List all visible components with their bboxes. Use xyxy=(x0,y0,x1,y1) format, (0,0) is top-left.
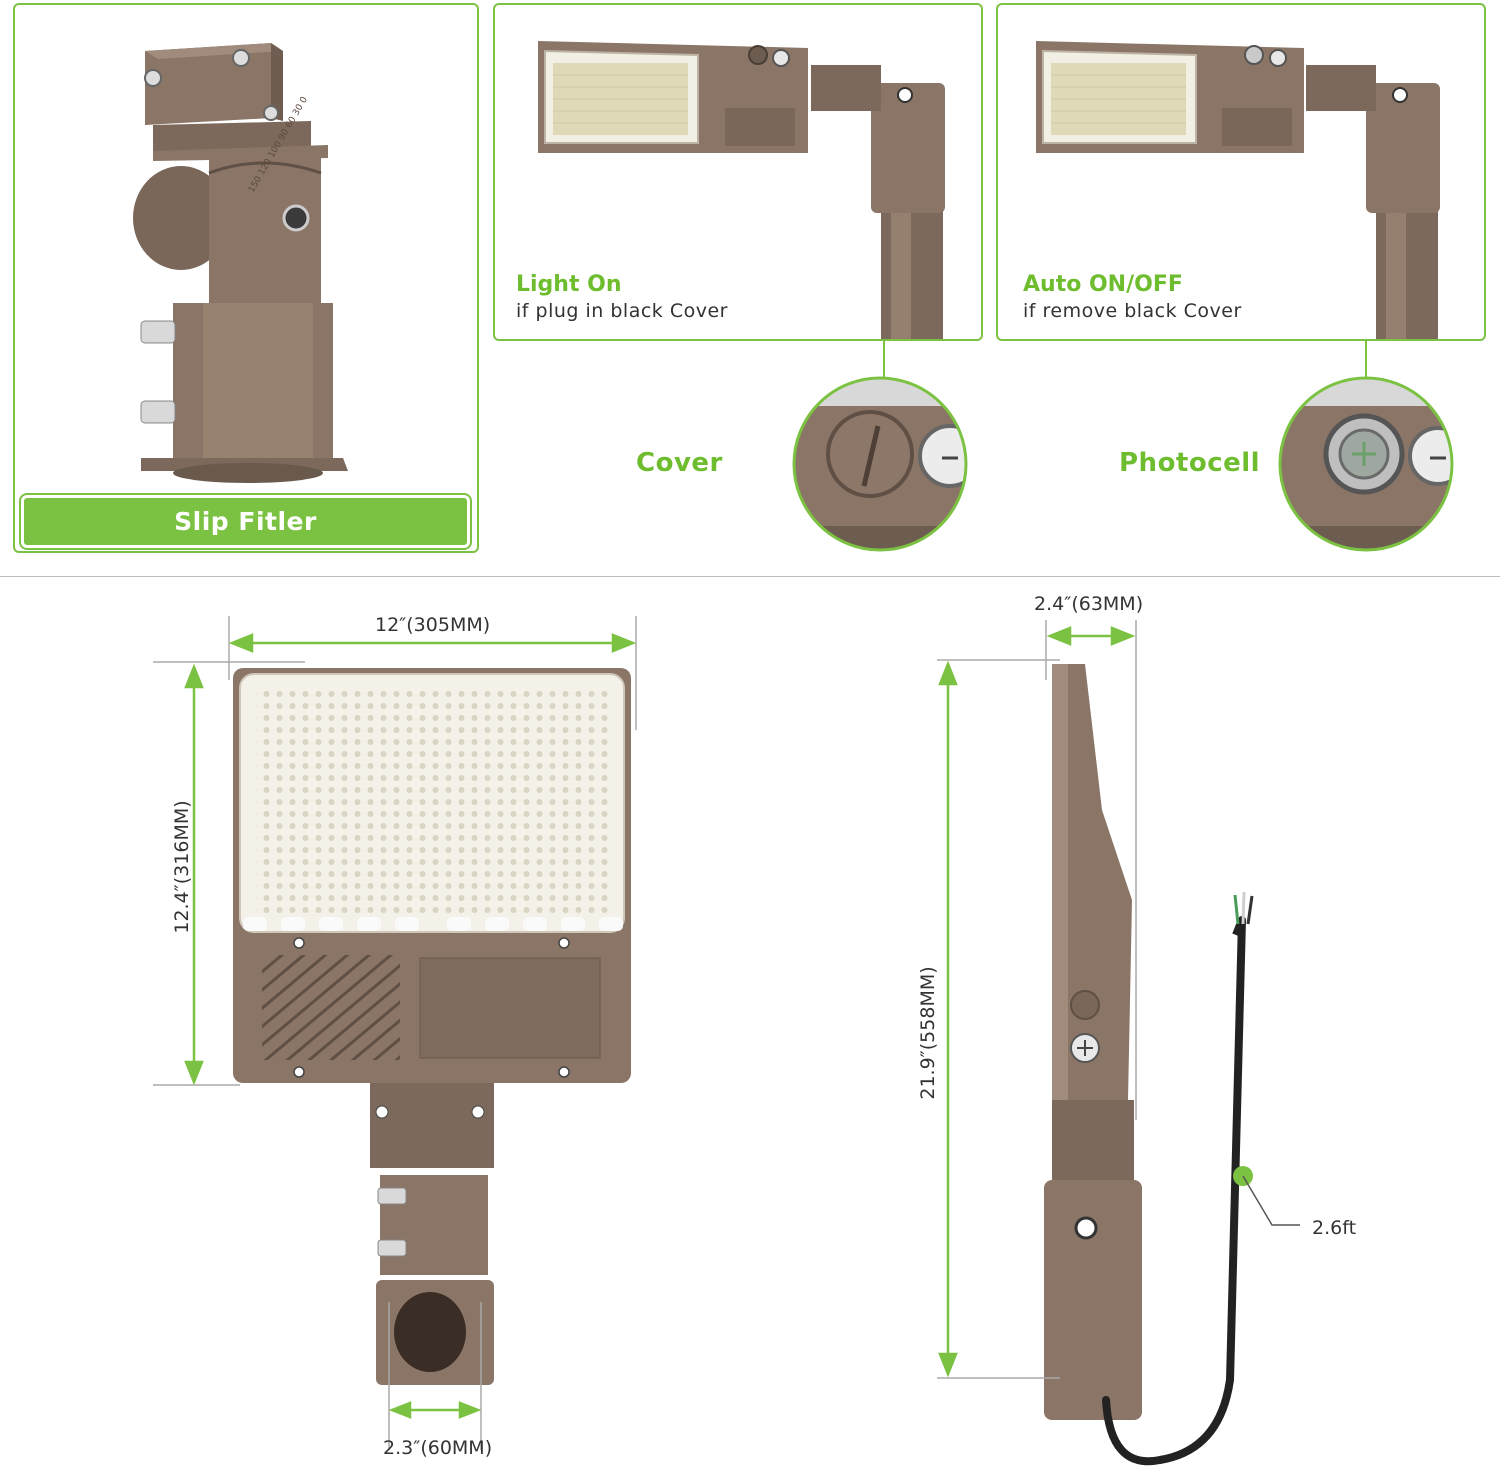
auto-on-off-title: Auto ON/OFF xyxy=(1023,272,1183,297)
front-height-dimension: 12.4″(316MM) xyxy=(171,800,193,934)
side-depth-dimension: 2.4″(63MM) xyxy=(1034,593,1144,615)
auto-on-off-subtitle: if remove black Cover xyxy=(1023,300,1242,322)
front-width-dimension: 12″(305MM) xyxy=(375,614,491,636)
front-view-illustration xyxy=(153,616,637,1450)
auto-on-off-fixture-illustration xyxy=(1036,41,1440,339)
cover-label: Cover xyxy=(636,448,723,478)
cover-zoom-circle xyxy=(792,376,968,552)
photocell-label: Photocell xyxy=(1119,448,1261,478)
section-divider xyxy=(0,576,1500,577)
light-on-subtitle: if plug in black Cover xyxy=(516,300,728,322)
light-on-title: Light On xyxy=(516,272,622,297)
slip-fitter-label: Slip Fitler xyxy=(174,507,317,536)
slip-fitter-width-dimension: 2.3″(60MM) xyxy=(383,1437,493,1459)
cable-length-dimension: 2.6ft xyxy=(1312,1217,1357,1239)
cover-callout-connector xyxy=(883,341,1367,378)
photocell-zoom-circle xyxy=(1278,376,1454,552)
slip-fitter-banner: Slip Fitler xyxy=(19,493,472,550)
slip-fitter-illustration: 150 120 100 90 60 30 0 xyxy=(133,43,348,483)
light-on-fixture-illustration xyxy=(538,41,945,339)
side-view-illustration xyxy=(937,620,1300,1466)
side-height-dimension: 21.9″(558MM) xyxy=(917,966,939,1100)
